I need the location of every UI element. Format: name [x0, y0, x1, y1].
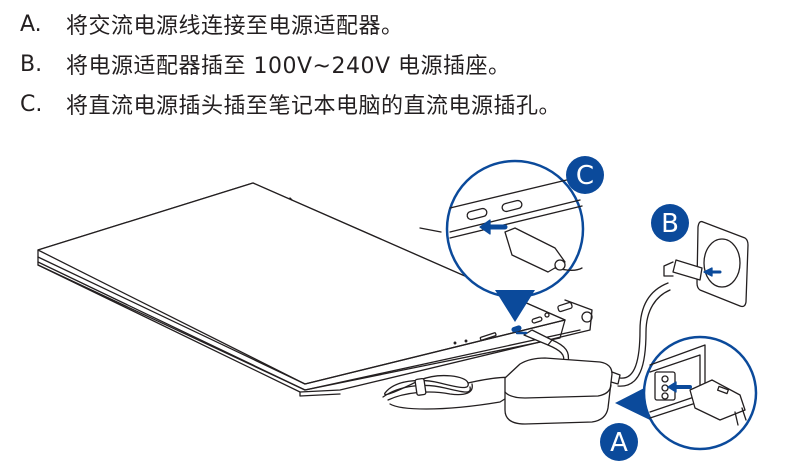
usb-c-port-detail — [419, 159, 585, 299]
callout-a-label: A — [610, 428, 628, 458]
callout-c-label: C — [576, 161, 594, 191]
usb-c-plug-icon — [511, 325, 570, 363]
instruction-list: A. 将交流电源线连接至电源适配器。 B. 将电源适配器插至 100V~240V… — [20, 4, 561, 124]
callout-b-badge — [651, 204, 689, 242]
step-c: C. 将直流电源插头插至笔记本电脑的直流电源插孔。 — [20, 84, 561, 124]
step-text: 将电源适配器插至 100V~240V 电源插座。 — [66, 54, 511, 79]
step-text: 将交流电源线连接至电源适配器。 — [66, 14, 404, 39]
step-a: A. 将交流电源线连接至电源适配器。 — [20, 4, 561, 44]
power-adapter-icon — [504, 282, 671, 425]
callout-c-badge — [566, 156, 604, 194]
callout-a-badge — [600, 423, 638, 461]
step-letter: C. — [20, 91, 43, 117]
step-letter: B. — [20, 51, 43, 77]
step-text: 将直流电源插头插至笔记本电脑的直流电源插孔。 — [66, 94, 562, 119]
wall-outlet-icon — [663, 220, 749, 308]
coiled-cable-icon — [382, 374, 516, 410]
step-letter: A. — [20, 11, 42, 37]
ac-inlet-detail — [642, 335, 758, 451]
callout-b-label: B — [661, 209, 679, 239]
laptop-icon — [37, 182, 593, 397]
ac-plug-icon — [689, 379, 747, 426]
step-b: B. 将电源适配器插至 100V~240V 电源插座。 — [20, 44, 561, 84]
